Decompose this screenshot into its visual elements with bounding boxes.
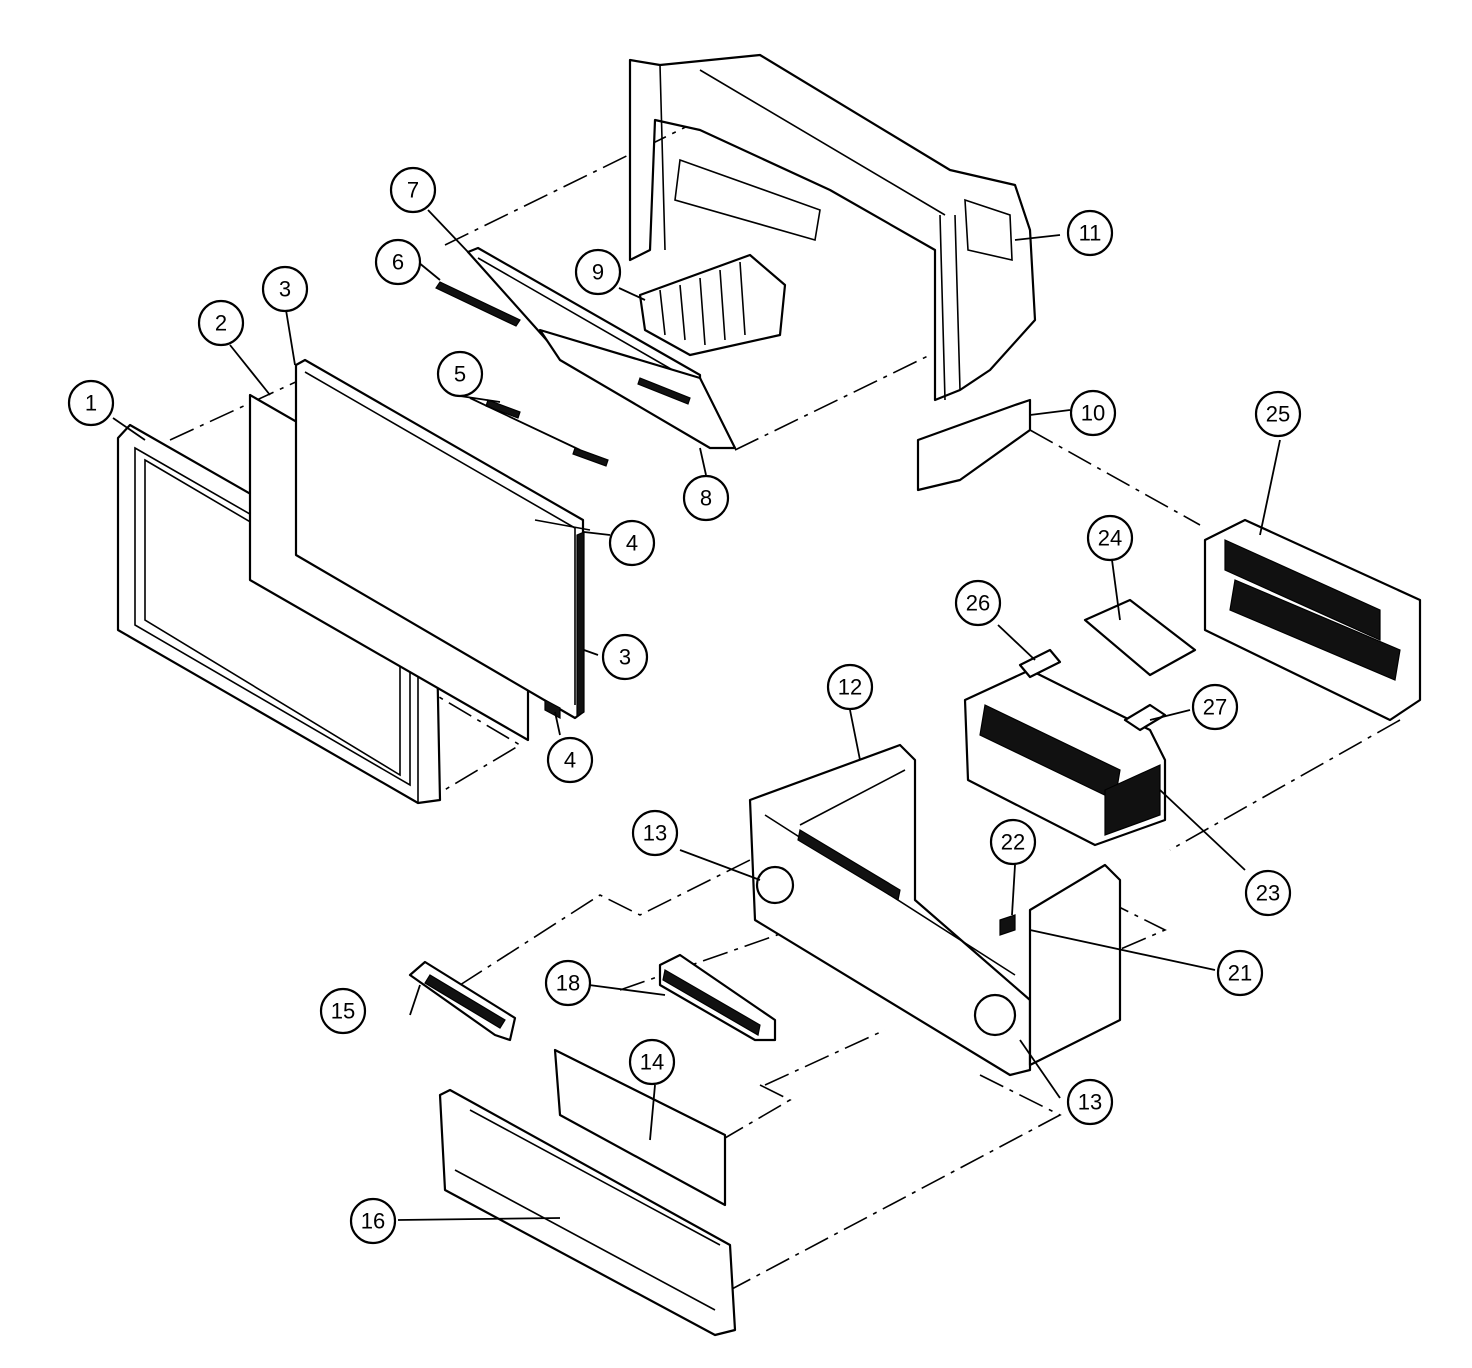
callout-2: 2 xyxy=(197,299,245,347)
part-21-side-panel xyxy=(1028,863,1122,1067)
callout-5: 5 xyxy=(436,350,484,398)
svg-text:25: 25 xyxy=(1266,402,1290,427)
callout-9: 9 xyxy=(574,248,622,296)
callout-3b: 3 xyxy=(601,633,649,681)
leader-lines xyxy=(112,209,1281,1221)
svg-text:10: 10 xyxy=(1081,401,1105,426)
svg-text:24: 24 xyxy=(1098,526,1122,551)
callout-8: 8 xyxy=(682,474,730,522)
callout-11: 11 xyxy=(1066,209,1114,257)
callout-12: 12 xyxy=(826,663,874,711)
svg-text:3: 3 xyxy=(279,277,291,302)
part-3-screen-frame xyxy=(294,358,585,720)
svg-text:1: 1 xyxy=(85,391,97,416)
svg-text:4: 4 xyxy=(564,748,576,773)
callout-7: 7 xyxy=(389,166,437,214)
svg-text:26: 26 xyxy=(966,591,990,616)
callout-13: 13 xyxy=(631,809,679,857)
svg-text:7: 7 xyxy=(407,178,419,203)
callout-4: 4 xyxy=(608,519,656,567)
callout-26: 26 xyxy=(954,579,1002,627)
svg-text:5: 5 xyxy=(454,362,466,387)
callout-13b: 13 xyxy=(1066,1078,1114,1126)
svg-text:13: 13 xyxy=(643,821,667,846)
part-16-front-grille xyxy=(438,1088,737,1337)
callout-22: 22 xyxy=(989,818,1037,866)
part-27-connector xyxy=(1123,703,1167,732)
part-15-side-rail xyxy=(408,960,517,1042)
svg-text:21: 21 xyxy=(1228,961,1252,986)
part-4-brackets xyxy=(534,519,591,719)
callout-3: 3 xyxy=(261,265,309,313)
callout-15: 15 xyxy=(319,987,367,1035)
part-22-clip xyxy=(999,914,1016,936)
part-25-main-board xyxy=(1203,518,1422,722)
callout-24: 24 xyxy=(1086,514,1134,562)
part-26-plate xyxy=(1018,648,1062,679)
svg-text:2: 2 xyxy=(215,311,227,336)
part-24-small-board xyxy=(1083,598,1197,677)
part-5-fixing-clips xyxy=(485,399,609,467)
svg-text:27: 27 xyxy=(1203,695,1227,720)
part-8-trim xyxy=(538,328,737,450)
callout-18: 18 xyxy=(544,959,592,1007)
part-10-bracket xyxy=(916,398,1032,492)
svg-text:3: 3 xyxy=(619,645,631,670)
svg-text:18: 18 xyxy=(556,971,580,996)
callout-6: 6 xyxy=(374,238,422,286)
svg-text:4: 4 xyxy=(626,531,638,556)
svg-text:23: 23 xyxy=(1256,881,1280,906)
part-12-chassis-frame xyxy=(748,743,1032,1077)
part-6-strip xyxy=(435,281,521,327)
part-11-cabinet-shell xyxy=(628,53,1037,402)
callout-4b: 4 xyxy=(546,736,594,784)
part-23-module-block xyxy=(963,668,1167,847)
svg-text:8: 8 xyxy=(700,486,712,511)
callout-14: 14 xyxy=(628,1038,676,1086)
part-18-heatsink xyxy=(658,953,777,1042)
part-9-bracket xyxy=(638,253,787,357)
svg-text:11: 11 xyxy=(1079,221,1102,246)
callout-16: 16 xyxy=(349,1197,397,1245)
svg-text:22: 22 xyxy=(1001,830,1025,855)
svg-text:9: 9 xyxy=(592,260,604,285)
callout-21: 21 xyxy=(1216,949,1264,997)
svg-text:13: 13 xyxy=(1078,1090,1102,1115)
svg-text:15: 15 xyxy=(331,999,355,1024)
svg-text:12: 12 xyxy=(838,675,862,700)
callout-1: 1 xyxy=(67,379,115,427)
part-14-rear-panel xyxy=(553,1048,727,1207)
callout-27: 27 xyxy=(1191,683,1239,731)
svg-text:6: 6 xyxy=(392,250,404,275)
callout-25: 25 xyxy=(1254,390,1302,438)
callout-23: 23 xyxy=(1244,869,1292,917)
svg-text:14: 14 xyxy=(640,1050,664,1075)
svg-text:16: 16 xyxy=(361,1209,385,1234)
callout-10: 10 xyxy=(1069,389,1117,437)
